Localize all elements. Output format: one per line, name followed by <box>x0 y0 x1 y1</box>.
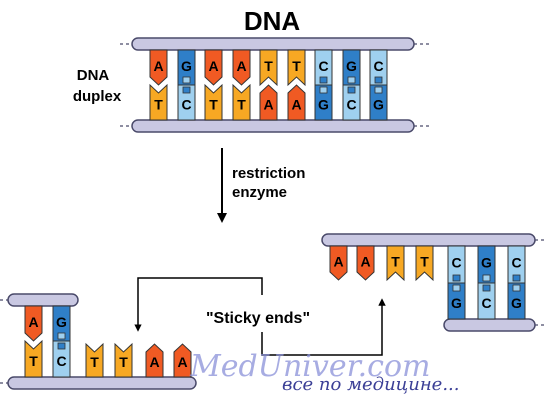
duplex-bottom-base-c-1: C <box>177 84 196 121</box>
left-bottom-base-c-1: C <box>52 340 71 378</box>
duplex-bottom-base-t-2: T <box>204 83 223 121</box>
left-overhang-base-a-3: A <box>173 343 192 378</box>
left-bottom-backbone <box>7 376 197 390</box>
right-overhang-base-t-2: T <box>386 245 405 282</box>
duplex-top-base-c-6: C <box>314 49 333 86</box>
right-top-base-letter-0: C <box>451 255 461 271</box>
sticky-ends-callout: "Sticky ends" <box>134 277 386 356</box>
left-top-base-letter-0: A <box>28 314 38 330</box>
right-fragment: A A T T C G C G C G <box>321 233 545 332</box>
duplex-top-base-letter-8: C <box>373 58 383 74</box>
left-top-base-a-0: A <box>24 305 43 342</box>
duplex-top-base-letter-6: C <box>318 58 328 74</box>
duplex-bottom-base-a-4: A <box>259 84 278 121</box>
duplex-bottom-base-t-3: T <box>232 83 251 121</box>
watermark-site: MedUniver.com <box>189 349 430 384</box>
left-top-base-g-1: G <box>52 305 71 342</box>
duplex-label-line1: DNA <box>77 67 110 84</box>
enzyme-label-line1: restriction <box>232 165 305 182</box>
right-overhang-base-t-3: T <box>415 245 434 282</box>
duplex-top-backbone <box>131 37 415 51</box>
right-overhang-base-letter-2: T <box>391 253 400 269</box>
right-bottom-base-g-2: G <box>507 282 526 320</box>
left-overhang-base-a-2: A <box>145 343 164 378</box>
duplex-bottom-base-letter-7: C <box>346 96 356 112</box>
duplex-bottom-base-a-5: A <box>287 84 306 121</box>
duplex-bottom-base-t-0: T <box>149 83 168 121</box>
right-overhang-base-a-1: A <box>356 245 375 281</box>
right-top-base-c-2: C <box>507 245 526 284</box>
sticky-right-arrow <box>261 298 386 356</box>
right-top-base-letter-2: C <box>511 255 521 271</box>
duplex-top-base-letter-3: A <box>236 58 246 74</box>
duplex-bottom-base-g-8: G <box>369 84 388 121</box>
right-overhang-base-letter-0: A <box>333 253 343 269</box>
duplex-bottom-base-letter-4: A <box>263 96 273 112</box>
right-overhang-base-letter-1: A <box>360 253 370 269</box>
duplex-top-base-letter-5: T <box>292 58 301 74</box>
left-top-base-letter-1: G <box>56 314 67 330</box>
right-bottom-backbone <box>443 318 536 332</box>
duplex-bottom-base-letter-0: T <box>154 96 163 112</box>
duplex-bottom-backbone <box>131 119 415 133</box>
right-top-backbone <box>321 233 536 247</box>
watermark-tagline: все по медицине... <box>282 374 460 395</box>
right-top-base-letter-1: G <box>481 255 492 271</box>
left-bottom-base-letter-0: T <box>29 353 38 369</box>
duplex-bottom-base-letter-1: C <box>181 96 191 112</box>
left-bottom-base-letter-1: C <box>56 353 66 369</box>
right-overhang-base-letter-3: T <box>420 253 429 269</box>
duplex-bottom-base-letter-3: T <box>237 96 246 112</box>
sticky-ends-label: "Sticky ends" <box>206 310 310 327</box>
duplex-top-base-a-0: A <box>149 49 168 86</box>
right-bottom-base-g-0: G <box>447 282 466 320</box>
left-bottom-base-t-0: T <box>24 339 43 378</box>
duplex-top-base-g-1: G <box>177 49 196 86</box>
right-bottom-base-letter-0: G <box>451 295 462 311</box>
enzyme-label-line2: enzyme <box>232 184 287 201</box>
left-overhang-base-letter-0: T <box>90 354 99 370</box>
right-bottom-base-letter-1: C <box>481 295 491 311</box>
duplex-bottom-base-letter-5: A <box>291 96 301 112</box>
duplex-top-base-t-4: T <box>259 49 278 87</box>
right-bottom-base-c-1: C <box>477 282 496 320</box>
duplex-top-base-t-5: T <box>287 49 306 87</box>
duplex-bottom-base-g-6: G <box>314 84 333 121</box>
duplex-top-base-letter-0: A <box>153 58 163 74</box>
left-overhang-base-letter-1: T <box>119 354 128 370</box>
duplex-top-base-letter-2: A <box>208 58 218 74</box>
left-top-backbone <box>7 293 79 307</box>
right-top-base-c-0: C <box>447 245 466 284</box>
right-overhang-base-a-0: A <box>329 245 348 281</box>
right-top-base-g-1: G <box>477 245 496 284</box>
duplex-top-base-g-7: G <box>342 49 361 86</box>
duplex-top-base-a-3: A <box>232 49 251 86</box>
sticky-left-arrow <box>134 277 263 332</box>
duplex-bottom-base-letter-2: T <box>209 96 218 112</box>
left-fragment: A G T C T T A A <box>0 293 197 390</box>
duplex-bottom-base-letter-8: G <box>373 96 384 112</box>
left-overhang-base-t-0: T <box>85 342 104 378</box>
duplex-top-base-letter-7: G <box>346 58 357 74</box>
duplex-label-line2: duplex <box>73 88 122 105</box>
left-overhang-base-letter-2: A <box>149 354 159 370</box>
duplex-top-base-a-2: A <box>204 49 223 86</box>
diagram-title: DNA <box>244 6 301 36</box>
right-bottom-base-letter-2: G <box>511 295 522 311</box>
duplex-bottom-base-letter-6: G <box>318 96 329 112</box>
left-overhang-base-t-1: T <box>114 342 133 378</box>
duplex-top-base-letter-1: G <box>181 58 192 74</box>
duplex-top-base-c-8: C <box>369 49 388 86</box>
duplex-bottom-base-c-7: C <box>342 84 361 121</box>
duplex-top-base-letter-4: T <box>264 58 273 74</box>
left-overhang-base-letter-3: A <box>177 354 187 370</box>
